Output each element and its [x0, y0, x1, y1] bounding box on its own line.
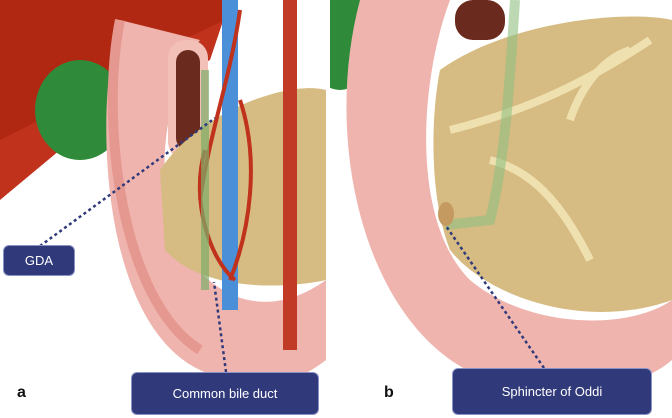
label-common-bile-duct: Common bile duct [131, 372, 319, 415]
panel-letter: b [384, 384, 394, 401]
panel-b-illustration: b Sphincter of Oddi [330, 0, 672, 418]
label-sphincter-of-oddi: Sphincter of Oddi [452, 368, 652, 415]
panel-a-illustration: a GDA Common bile duct [0, 0, 326, 418]
panel-letter: a [17, 384, 26, 401]
label-gda: GDA [3, 245, 75, 276]
